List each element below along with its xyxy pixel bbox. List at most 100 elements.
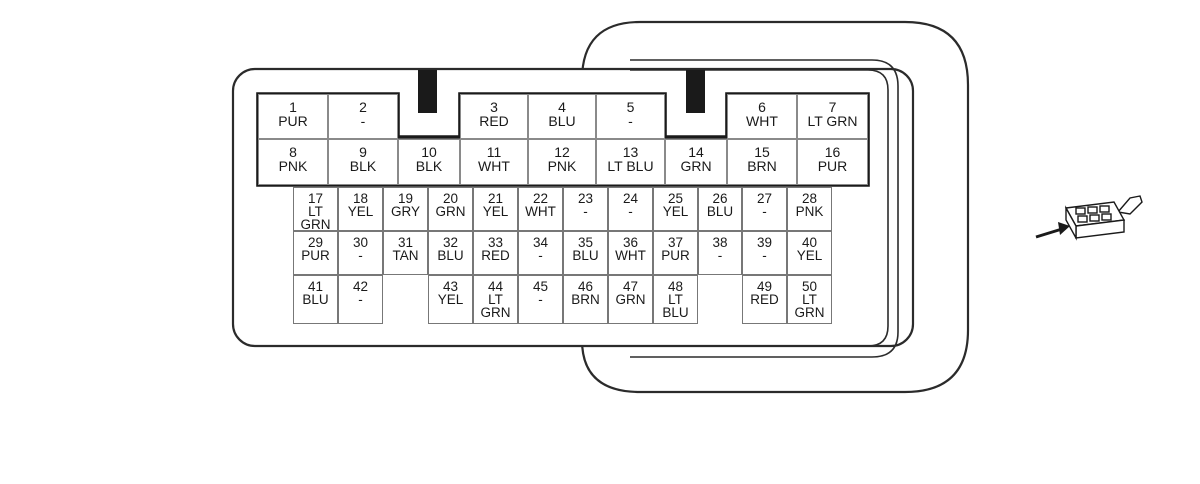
- wire-color: WHT: [746, 113, 778, 129]
- pin-number: 42: [352, 279, 369, 294]
- wire-color: YEL: [347, 204, 374, 219]
- pin-number: 7: [828, 99, 837, 115]
- wire-color: BLU: [302, 292, 329, 307]
- wire-color: -: [583, 204, 588, 219]
- pin-34: 34-: [518, 231, 563, 275]
- wire-color: BLK: [349, 158, 377, 174]
- pin-number: 29: [307, 235, 324, 250]
- pin-number: 34: [532, 235, 549, 250]
- wire-color: LT GRN: [794, 292, 825, 320]
- pin-number: 19: [397, 191, 414, 206]
- pin-number: 44: [487, 279, 504, 294]
- wire-color: LT BLU: [607, 158, 654, 174]
- pin-number: 17: [307, 191, 324, 206]
- pin-number: 38: [712, 235, 728, 250]
- pin-number: 24: [622, 191, 639, 206]
- wire-color: YEL: [662, 204, 689, 219]
- pin-number: 50: [801, 279, 818, 294]
- pin-24: 24-: [608, 187, 653, 231]
- wire-color: BLU: [548, 113, 576, 129]
- pin-number: 33: [487, 235, 504, 250]
- pin-number: 39: [756, 235, 773, 250]
- wire-color: -: [628, 204, 633, 219]
- wire-color: PUR: [661, 248, 690, 263]
- pin-45: 45-: [518, 275, 563, 324]
- wire-color: YEL: [482, 204, 509, 219]
- wire-color: -: [762, 204, 767, 219]
- wire-color: PNK: [795, 204, 824, 219]
- wire-color: GRY: [390, 204, 420, 219]
- wire-color: BRN: [571, 292, 600, 307]
- wire-color: -: [360, 113, 366, 129]
- wire-color: -: [628, 113, 633, 129]
- wire-color: -: [358, 248, 363, 263]
- wire-color: BLK: [415, 158, 443, 174]
- wire-color: BLU: [706, 204, 734, 219]
- pin-38: 38-: [698, 231, 742, 275]
- pin-number: 9: [359, 144, 367, 160]
- wire-color: BLU: [572, 248, 599, 263]
- pin-number: 25: [667, 191, 684, 206]
- pin-number: 30: [352, 235, 369, 250]
- wire-color: PNK: [547, 158, 577, 174]
- pin-number: 46: [577, 279, 594, 294]
- pin-number: 31: [397, 235, 414, 250]
- pin-number: 36: [622, 235, 639, 250]
- pin-2: 2-: [328, 94, 398, 139]
- wire-color: BRN: [747, 158, 777, 174]
- pin-number: 32: [442, 235, 459, 250]
- wire-color: GRN: [615, 292, 646, 307]
- pin-number: 11: [486, 144, 502, 160]
- pin-number: 8: [289, 144, 297, 160]
- wire-color: -: [538, 248, 543, 263]
- wire-color: LT BLU: [662, 292, 689, 320]
- pin-number: 43: [442, 279, 459, 294]
- latch-line-inner: [630, 69, 889, 347]
- wire-color: -: [538, 292, 543, 307]
- pin-number: 37: [667, 235, 684, 250]
- pin-number: 41: [307, 279, 324, 294]
- pin-number: 10: [421, 144, 437, 160]
- wire-color: LT GRN: [807, 113, 858, 129]
- wire-color: RED: [481, 248, 510, 263]
- pin-27: 27-: [742, 187, 787, 231]
- pin-number: 2: [359, 99, 367, 115]
- pin-23: 23-: [563, 187, 608, 231]
- wire-color: YEL: [437, 292, 464, 307]
- pin-number: 23: [577, 191, 594, 206]
- arrow-icon: [1035, 222, 1070, 239]
- pin-number: 27: [756, 191, 773, 206]
- wire-color: GRN: [435, 204, 466, 219]
- pin-number: 28: [801, 191, 818, 206]
- pin-number: 1: [289, 99, 297, 115]
- pin-30: 30-: [338, 231, 383, 275]
- pin-number: 49: [756, 279, 773, 294]
- wire-color: RED: [479, 113, 509, 129]
